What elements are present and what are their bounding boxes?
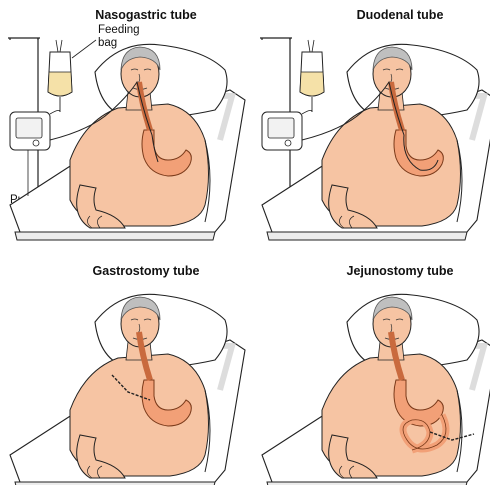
feeding-bag-label: Feeding bag	[98, 24, 140, 50]
panel-jejunostomy	[262, 294, 490, 485]
nasogastric-tube	[49, 80, 159, 163]
panel-duodenal	[260, 37, 490, 240]
feeding-bag-pointer	[71, 39, 97, 59]
gastrostomy-tube	[111, 374, 151, 401]
panel-title-jejunostomy: Jejunostomy tube	[346, 264, 454, 278]
feeding-bag-label-line1: Feeding	[98, 24, 140, 36]
panel-nasogastric	[8, 37, 245, 240]
panel-title-gastrostomy: Gastrostomy tube	[92, 264, 200, 278]
duodenal-tube	[301, 80, 439, 171]
panel-gastrostomy	[10, 294, 245, 485]
panel-title-nasogastric: Nasogastric tube	[95, 8, 197, 22]
feeding-bag-label-line2: bag	[98, 37, 118, 49]
jejunostomy-tube	[429, 431, 475, 441]
panel-title-duodenal: Duodenal tube	[356, 8, 444, 22]
